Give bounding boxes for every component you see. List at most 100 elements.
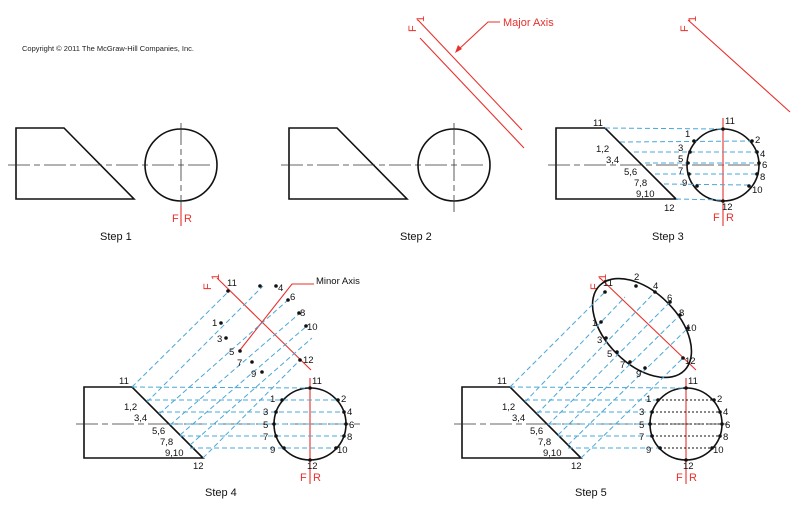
step4-aux-label-7: 7 xyxy=(237,358,242,369)
step4-auxiliary-projection-lines xyxy=(131,285,313,459)
step4-label-3: 3 xyxy=(263,407,268,418)
step4-aux-label-6: 6 xyxy=(290,292,295,303)
step4-label-1: 1 xyxy=(270,394,275,405)
minor-axis-label: Minor Axis xyxy=(316,276,360,287)
step4-label-3-4: 3,4 xyxy=(134,413,147,424)
step4-aux-label-12: 12 xyxy=(303,355,314,366)
step4-label-1-2: 1,2 xyxy=(124,402,137,413)
step5-label-1-2: 1,2 xyxy=(502,402,515,413)
step5-f-label: F xyxy=(676,472,683,484)
step3-f-label-top: F xyxy=(679,25,691,32)
step3-label-3: 3 xyxy=(678,143,683,154)
step3-label-6: 6 xyxy=(762,160,767,171)
step5-aux-label-3: 3 xyxy=(597,335,602,346)
step5-aux-label-10: 10 xyxy=(686,323,697,334)
step3-f-label: F xyxy=(713,212,720,224)
step5-caption: Step 5 xyxy=(575,487,607,499)
step1-r-label: R xyxy=(184,213,192,225)
step5-aux-label-9: 9 xyxy=(636,369,641,380)
step4-aux-label-1: 1 xyxy=(212,318,217,329)
step3-label-3-4: 3,4 xyxy=(606,155,619,166)
step5-label-4: 4 xyxy=(723,407,728,418)
step4-aux-label-3: 3 xyxy=(217,334,222,345)
step5-label-3-4: 3,4 xyxy=(512,413,525,424)
step4-f-label: F xyxy=(300,472,307,484)
step4-label-12-circle: 12 xyxy=(307,461,318,472)
step3-label-11-circle: 11 xyxy=(725,116,735,127)
step5-auxiliary-projection-lines xyxy=(509,291,689,459)
step4-aux-label-5: 5 xyxy=(229,347,234,358)
step5-label-12-circle: 12 xyxy=(683,461,694,472)
step-2-group: Step 2 F 1 Major Axis xyxy=(281,16,554,243)
step5-label-5: 5 xyxy=(639,420,644,431)
step5-f-label-top: F xyxy=(589,283,601,290)
step5-aux-label-7: 7 xyxy=(620,360,625,371)
step-4-group: F 1 Minor Axis xyxy=(76,274,360,499)
step4-auxiliary-points xyxy=(219,284,308,374)
step1-f-label: F xyxy=(172,213,179,225)
step4-fold-line-f1 xyxy=(216,277,312,371)
step4-aux-label-8: 8 xyxy=(300,308,305,319)
step5-label-9: 9 xyxy=(646,445,651,456)
step-5-group: F 1 xyxy=(454,272,730,499)
step5-label-12-left: 12 xyxy=(571,461,582,472)
step3-label-12-circle: 12 xyxy=(722,202,733,213)
step5-label-1: 1 xyxy=(646,394,651,405)
step4-f-label-top: F xyxy=(202,283,214,290)
step3-r-label: R xyxy=(726,212,734,224)
step4-label-7-8: 7,8 xyxy=(160,437,173,448)
step4-label-9-10: 9,10 xyxy=(165,448,184,459)
step5-label-5-6: 5,6 xyxy=(530,426,543,437)
minor-axis-line xyxy=(239,283,314,351)
step2-f-label: F xyxy=(407,25,419,32)
step2-front-view-trapezoid xyxy=(288,127,409,200)
step5-side-projection-lines xyxy=(509,386,687,449)
step3-label-8: 8 xyxy=(760,172,765,183)
step2-fold-line-f1 xyxy=(417,19,523,131)
step5-ellipse-points xyxy=(599,284,690,370)
step3-one-label-top: 1 xyxy=(687,16,699,22)
step5-label-8: 8 xyxy=(723,432,728,443)
step5-fold-line-f1 xyxy=(599,277,697,371)
step5-label-10: 10 xyxy=(713,445,724,456)
step4-aux-label-4: 4 xyxy=(278,283,283,294)
step3-fold-line-f1 xyxy=(687,19,791,113)
step3-label-9-10: 9,10 xyxy=(636,189,655,200)
step5-label-7-8: 7,8 xyxy=(538,437,551,448)
step3-label-5-6: 5,6 xyxy=(624,167,637,178)
step5-aux-label-4: 4 xyxy=(653,281,658,292)
step4-aux-label-10: 10 xyxy=(307,322,318,333)
step5-aux-label-11: 11 xyxy=(603,278,613,289)
major-axis-arrowhead xyxy=(455,45,462,53)
step4-caption: Step 4 xyxy=(205,487,237,499)
step4-label-6: 6 xyxy=(349,420,354,431)
step5-label-11-left: 11 xyxy=(497,376,507,387)
step4-aux-label-11: 11 xyxy=(227,278,237,289)
step3-label-12-left: 12 xyxy=(664,203,675,214)
step5-label-3: 3 xyxy=(639,407,644,418)
step3-label-7: 7 xyxy=(678,166,683,177)
step3-label-11-left: 11 xyxy=(593,118,603,129)
step4-r-label: R xyxy=(313,472,321,484)
step1-front-view-trapezoid xyxy=(15,127,136,200)
step3-projection-lines xyxy=(604,127,759,201)
step3-label-9: 9 xyxy=(682,178,687,189)
step4-label-7: 7 xyxy=(263,432,268,443)
step4-label-2: 2 xyxy=(341,394,346,405)
step4-aux-label-9: 9 xyxy=(251,369,256,380)
step4-one-label-top: 1 xyxy=(210,274,222,280)
step3-circle-points xyxy=(686,127,761,203)
step3-label-7-8: 7,8 xyxy=(634,178,647,189)
step5-label-6: 6 xyxy=(725,420,730,431)
step5-label-2: 2 xyxy=(717,394,722,405)
step5-aux-label-6: 6 xyxy=(667,293,672,304)
step3-label-4: 4 xyxy=(760,149,765,160)
step4-label-11-left: 11 xyxy=(119,376,129,387)
step5-circle-points xyxy=(648,386,724,462)
step3-label-10: 10 xyxy=(752,185,763,196)
major-axis-label: Major Axis xyxy=(503,17,554,29)
step2-caption: Step 2 xyxy=(400,231,432,243)
step4-circle-points xyxy=(272,386,348,462)
step4-label-5: 5 xyxy=(263,420,268,431)
step4-label-5-6: 5,6 xyxy=(152,426,165,437)
